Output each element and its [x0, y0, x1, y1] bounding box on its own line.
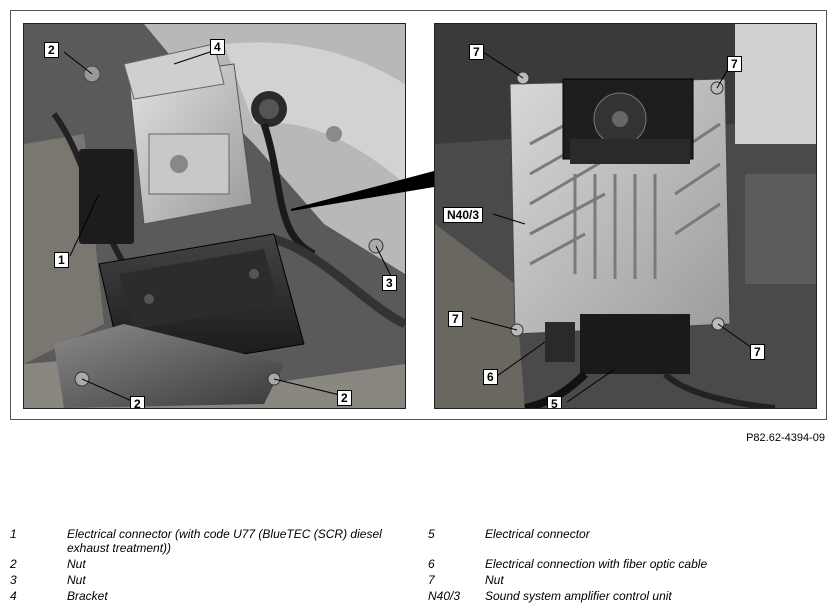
legend-number: 4: [10, 589, 17, 603]
callout-right-7b: 7: [727, 56, 742, 72]
figure-frame: 2 4 1 3 2 2: [10, 10, 827, 420]
photo-left-illustration: [24, 24, 405, 408]
photo-left: 2 4 1 3 2 2: [23, 23, 406, 409]
legend-text: Nut: [485, 573, 504, 587]
photo-right-illustration: [435, 24, 816, 408]
legend-item: 5 Electrical connector: [428, 527, 828, 541]
legend-item: 2 Nut: [10, 557, 410, 571]
callout-left-2a: 2: [44, 42, 59, 58]
legend-item: 3 Nut: [10, 573, 410, 587]
callout-left-2b: 2: [130, 396, 145, 408]
callout-left-1: 1: [54, 252, 69, 268]
legend-number: 6: [428, 557, 435, 571]
callout-left-4: 4: [210, 39, 225, 55]
legend-item: 1 Electrical connector (with code U77 (B…: [10, 527, 410, 555]
callout-right-7d: 7: [750, 344, 765, 360]
legend-number: 3: [10, 573, 17, 587]
callout-right-6: 6: [483, 369, 498, 385]
figure-reference: P82.62-4394-09: [746, 432, 825, 444]
legend-text: Nut: [67, 557, 86, 571]
photo-right: 7 7 N40/3 7 7 6 5: [434, 23, 817, 409]
legend-text: Electrical connector: [485, 527, 590, 541]
detail-pointer: [291, 171, 434, 211]
callout-left-2c: 2: [337, 390, 352, 406]
legend-text: Bracket: [67, 589, 108, 603]
legend-text: Sound system amplifier control unit: [485, 589, 672, 603]
legend-item: N40/3 Sound system amplifier control uni…: [428, 589, 828, 603]
legend-text: Electrical connection with fiber optic c…: [485, 557, 708, 571]
callout-right-7a: 7: [469, 44, 484, 60]
legend-number: 1: [10, 527, 17, 541]
callout-right-n40-3: N40/3: [443, 207, 484, 223]
legend-text: Electrical connector (with code U77 (Blu…: [67, 527, 382, 555]
callout-right-7c: 7: [448, 311, 463, 327]
legend-column-right: 5 Electrical connector 6 Electrical conn…: [428, 527, 828, 603]
legend-column-left: 1 Electrical connector (with code U77 (B…: [10, 527, 410, 603]
legend-number: 2: [10, 557, 17, 571]
legend-item: 7 Nut: [428, 573, 828, 587]
legend-number: 5: [428, 527, 435, 541]
legend-item: 6 Electrical connection with fiber optic…: [428, 557, 828, 571]
callout-right-5: 5: [547, 396, 562, 408]
callout-left-3: 3: [382, 275, 397, 291]
legend-item: 4 Bracket: [10, 589, 410, 603]
legend-text: Nut: [67, 573, 86, 587]
legend-number: 7: [428, 573, 435, 587]
legend-number: N40/3: [428, 589, 461, 603]
